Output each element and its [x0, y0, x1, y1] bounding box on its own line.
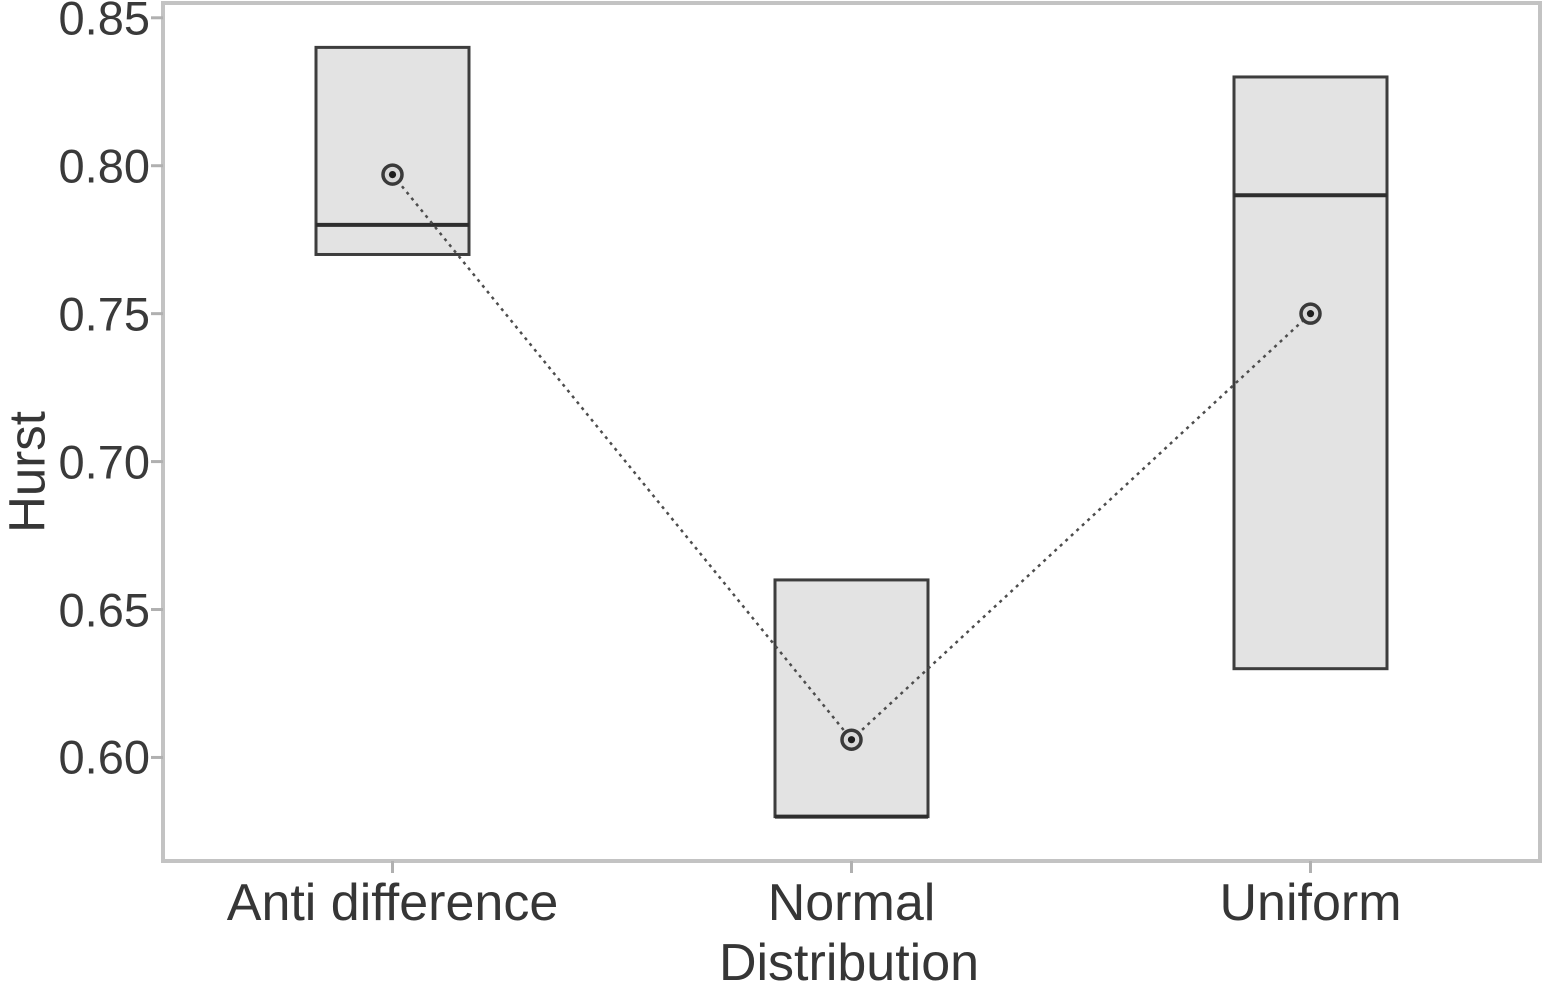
y-tick-label-065: 0.65	[58, 583, 150, 637]
mean-marker-dot-anti-difference	[388, 171, 397, 179]
box-uniform	[1232, 75, 1389, 671]
box-anti-difference	[314, 45, 471, 256]
y-tick-label-075: 0.75	[58, 287, 150, 341]
box-normal	[773, 578, 930, 819]
y-tick-label-060: 0.60	[58, 730, 150, 784]
x-category-label-uniform: Uniform	[1219, 874, 1402, 932]
x-category-label-normal: Normal	[767, 874, 936, 932]
mean-marker-dot-uniform	[1306, 310, 1315, 318]
y-tick-label-085: 0.85	[58, 0, 150, 45]
y-tick-label-070: 0.70	[58, 435, 150, 489]
y-tick-label-080: 0.80	[58, 139, 150, 193]
x-axis-title: Distribution	[718, 934, 980, 992]
mean-marker-dot-normal	[847, 736, 856, 744]
x-category-label-anti-difference: Anti difference	[226, 874, 559, 932]
